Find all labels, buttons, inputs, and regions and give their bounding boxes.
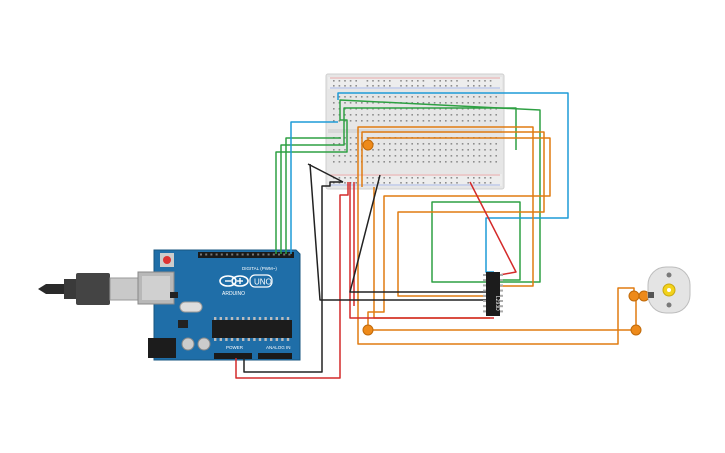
junction-dot <box>628 290 640 302</box>
digital-header-pins <box>200 253 291 256</box>
wire-green-2[interactable] <box>280 107 517 254</box>
wire-orange-4[interactable] <box>357 187 635 345</box>
wire-orange-2[interactable] <box>357 126 534 287</box>
l293d-driver-chip[interactable]: L293D <box>483 272 503 316</box>
arduino-model-label: UNO <box>254 278 272 287</box>
analog-header-label: ANALOG IN <box>266 345 291 350</box>
breadboard-holes <box>333 80 497 184</box>
junction-dot <box>362 324 374 336</box>
wire-junctions <box>362 139 650 336</box>
arduino-uno-board[interactable]: ARDUINO UNO DIGITAL (PWM~) POWER ANALOG … <box>38 249 301 361</box>
atmega-chip <box>212 320 292 338</box>
wire-green-3[interactable] <box>285 137 341 254</box>
wire-blue-1[interactable] <box>290 121 338 254</box>
wire-orange-3[interactable] <box>361 131 545 297</box>
junction-dot <box>362 139 374 151</box>
wire-black-2[interactable] <box>309 163 488 301</box>
driver-chip-label: L293D <box>494 296 500 311</box>
digital-header-label: DIGITAL (PWM~) <box>242 266 277 271</box>
wire-black-1[interactable] <box>243 181 343 373</box>
wire-orange-1[interactable] <box>367 137 551 330</box>
junction-dot <box>630 324 642 336</box>
arduino-logo-icon <box>219 275 249 287</box>
power-header-label: POWER <box>226 345 244 350</box>
arduino-brand-label: ARDUINO <box>222 291 245 297</box>
wire-red-1[interactable] <box>349 182 494 319</box>
wire-black-4[interactable] <box>349 174 488 293</box>
wire-green-1[interactable] <box>275 99 541 283</box>
usb-cable-icon <box>38 273 139 305</box>
dc-motor-icon[interactable] <box>647 266 691 314</box>
wire-black-3[interactable] <box>307 163 344 183</box>
wire-red-4[interactable] <box>235 182 349 379</box>
